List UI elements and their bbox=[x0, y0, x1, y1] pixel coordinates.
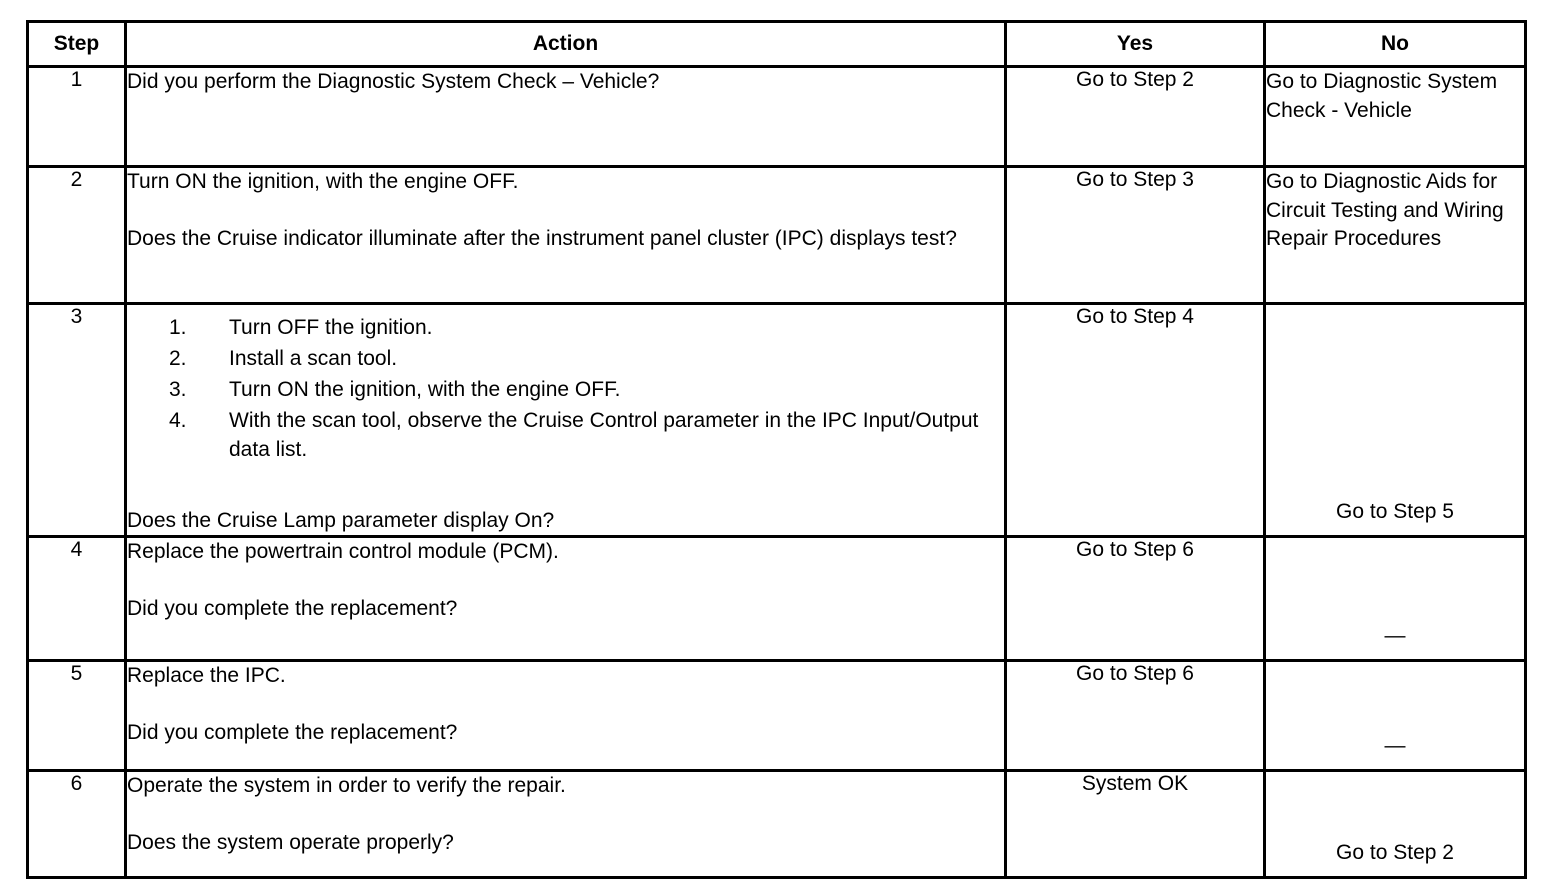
action-cell: Replace the IPC. Did you complete the re… bbox=[124, 659, 1007, 773]
no-result: Go to Step 2 bbox=[1263, 769, 1527, 879]
action-spacer bbox=[127, 197, 1004, 225]
list-item-number: 3. bbox=[169, 377, 187, 401]
table-header-row: Step Action Yes No bbox=[26, 20, 1527, 68]
list-item: 2. Install a scan tool. bbox=[127, 345, 1004, 374]
column-header-step: Step bbox=[26, 20, 127, 68]
column-header-yes: Yes bbox=[1004, 20, 1266, 68]
action-spacer bbox=[127, 801, 1004, 829]
list-item: 3. Turn ON the ignition, with the engine… bbox=[127, 376, 1004, 405]
action-spacer bbox=[127, 691, 1004, 719]
action-text: Turn ON the ignition, with the engine OF… bbox=[127, 170, 519, 193]
action-step-list: 1. Turn OFF the ignition. 2. Install a s… bbox=[127, 314, 1004, 465]
yes-result: System OK bbox=[1004, 769, 1266, 879]
table-row: 6 Operate the system in order to verify … bbox=[26, 769, 1527, 879]
column-header-yes-label: Yes bbox=[1116, 32, 1154, 55]
action-text: Operate the system in order to verify th… bbox=[127, 774, 566, 798]
list-item-text: Install a scan tool. bbox=[229, 346, 398, 370]
no-result: — bbox=[1263, 535, 1527, 663]
list-item-text: With the scan tool, observe the Cruise C… bbox=[229, 408, 979, 461]
no-result: Go to Diagnostic Aids for Circuit Testin… bbox=[1263, 165, 1527, 305]
yes-result: Go to Step 4 bbox=[1004, 301, 1266, 539]
yes-result: Go to Step 3 bbox=[1004, 165, 1266, 305]
no-result: — bbox=[1263, 659, 1527, 773]
action-cell: 1. Turn OFF the ignition. 2. Install a s… bbox=[124, 301, 1007, 539]
list-item-number: 4. bbox=[169, 408, 187, 432]
list-item-number: 2. bbox=[169, 346, 187, 370]
table-row: 4 Replace the powertrain control module … bbox=[26, 535, 1527, 663]
table-row: 1 Did you perform the Diagnostic System … bbox=[26, 65, 1527, 168]
action-spacer bbox=[127, 567, 1004, 595]
step-number: 2 bbox=[26, 165, 127, 305]
step-number: 4 bbox=[26, 535, 127, 663]
action-cell: Replace the powertrain control module (P… bbox=[124, 535, 1007, 663]
list-item: 1. Turn OFF the ignition. bbox=[127, 314, 1004, 343]
list-item-text: Turn ON the ignition, with the engine OF… bbox=[229, 377, 621, 401]
step-number: 3 bbox=[26, 301, 127, 539]
diagnostic-procedure-table: Step Action Yes No 1 Did you perform the… bbox=[26, 20, 1527, 879]
action-question: Does the Cruise Lamp parameter display O… bbox=[127, 508, 555, 532]
action-text: Replace the IPC. bbox=[127, 664, 286, 688]
list-item-number: 1. bbox=[169, 316, 187, 339]
action-cell: Turn ON the ignition, with the engine OF… bbox=[124, 165, 1007, 305]
table-row: 5 Replace the IPC. Did you complete the … bbox=[26, 659, 1527, 773]
table-row: 2 Turn ON the ignition, with the engine … bbox=[26, 165, 1527, 305]
action-cell: Operate the system in order to verify th… bbox=[124, 769, 1007, 879]
column-header-action-label: Action bbox=[532, 32, 599, 55]
step-number: 5 bbox=[26, 659, 127, 773]
action-question: Did you complete the replacement? bbox=[127, 596, 458, 620]
yes-result: Go to Step 6 bbox=[1004, 659, 1266, 773]
action-question: Does the system operate properly? bbox=[127, 830, 454, 854]
action-spacer bbox=[127, 467, 1004, 507]
action-text: Did you perform the Diagnostic System Ch… bbox=[127, 70, 660, 93]
column-header-action: Action bbox=[124, 20, 1007, 68]
table-row: 3 1. Turn OFF the ignition. 2. Install a… bbox=[26, 301, 1527, 539]
yes-result: Go to Step 6 bbox=[1004, 535, 1266, 663]
no-result: Go to Diagnostic System Check - Vehicle bbox=[1263, 65, 1527, 168]
no-result: Go to Step 5 bbox=[1263, 301, 1527, 539]
list-item: 4. With the scan tool, observe the Cruis… bbox=[127, 407, 1004, 465]
step-number: 6 bbox=[26, 769, 127, 879]
column-header-no: No bbox=[1263, 20, 1527, 68]
action-text: Replace the powertrain control module (P… bbox=[127, 540, 559, 564]
yes-result: Go to Step 2 bbox=[1004, 65, 1266, 168]
column-header-no-label: No bbox=[1381, 32, 1409, 55]
action-cell: Did you perform the Diagnostic System Ch… bbox=[124, 65, 1007, 168]
list-item-text: Turn OFF the ignition. bbox=[229, 316, 433, 339]
step-number: 1 bbox=[26, 65, 127, 168]
column-header-step-label: Step bbox=[53, 32, 100, 55]
action-question: Does the Cruise indicator illuminate aft… bbox=[127, 226, 957, 250]
action-question: Did you complete the replacement? bbox=[127, 720, 458, 744]
